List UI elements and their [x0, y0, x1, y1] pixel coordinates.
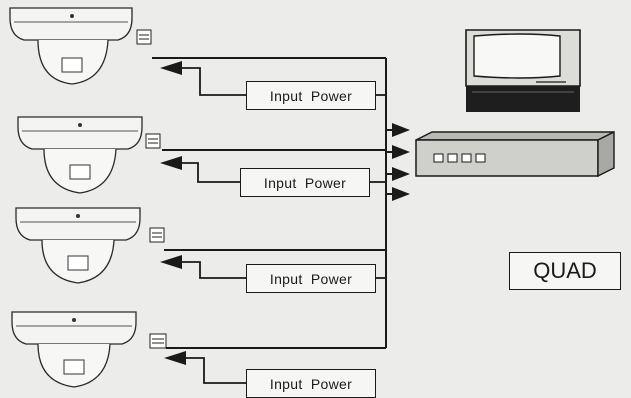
- input-power-box-2: Input Power: [240, 168, 370, 197]
- input-power-box-1: Input Power: [246, 81, 376, 110]
- quad-label: QUAD: [533, 258, 597, 283]
- quad-label-box: QUAD: [509, 252, 621, 290]
- power-lines: [180, 67, 386, 384]
- input-power-label-1: Input Power: [269, 87, 353, 104]
- power-arrows: [160, 61, 186, 365]
- dome-camera-3: [15, 207, 165, 284]
- dome-camera-1: [9, 7, 152, 85]
- dome-camera-4: [11, 311, 167, 388]
- monitor: [465, 29, 581, 112]
- input-power-label-2: Input Power: [263, 174, 347, 191]
- input-power-label-3: Input Power: [269, 270, 353, 287]
- quad-device: [415, 130, 615, 178]
- input-power-box-3: Input Power: [246, 264, 376, 293]
- quad-input-arrows: [392, 123, 410, 201]
- dome-camera-2: [17, 116, 161, 194]
- input-power-label-4: Input Power: [269, 375, 353, 392]
